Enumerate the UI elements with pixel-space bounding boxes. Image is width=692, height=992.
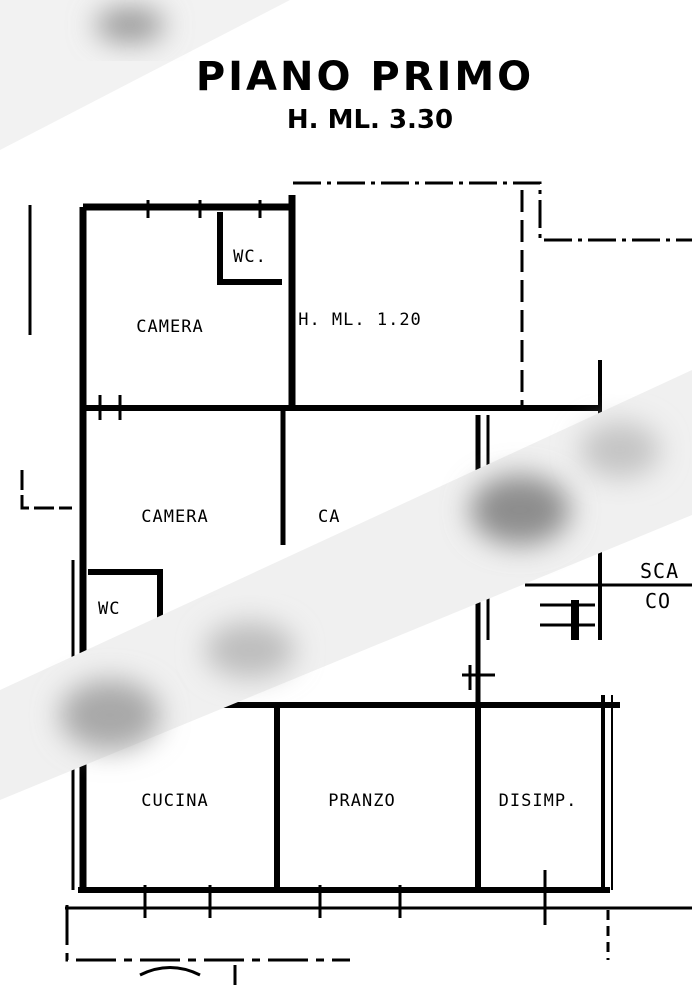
room-label-cucina: CUCINA <box>141 791 208 811</box>
room-label-camera-3: CA <box>318 507 340 527</box>
room-label-open-area: H. ML. 1.20 <box>298 310 422 330</box>
watermark-band-diagonal <box>0 370 692 800</box>
room-label-camera-2: CAMERA <box>141 507 208 527</box>
room-label-disimp: DISIMP. <box>499 791 578 811</box>
stair-label-bottom: CO <box>645 589 671 613</box>
plan-title: PIANO PRIMO <box>196 54 534 100</box>
stair-label-top: SCA <box>640 559 679 583</box>
watermark-band-top <box>0 0 290 150</box>
room-label-wc-2: WC <box>98 599 120 619</box>
room-label-camera-1: CAMERA <box>136 317 203 337</box>
room-label-pranzo: PRANZO <box>328 791 395 811</box>
room-label-wc-1: WC. <box>233 247 267 267</box>
height-label: H. ML. 3.30 <box>287 105 453 135</box>
